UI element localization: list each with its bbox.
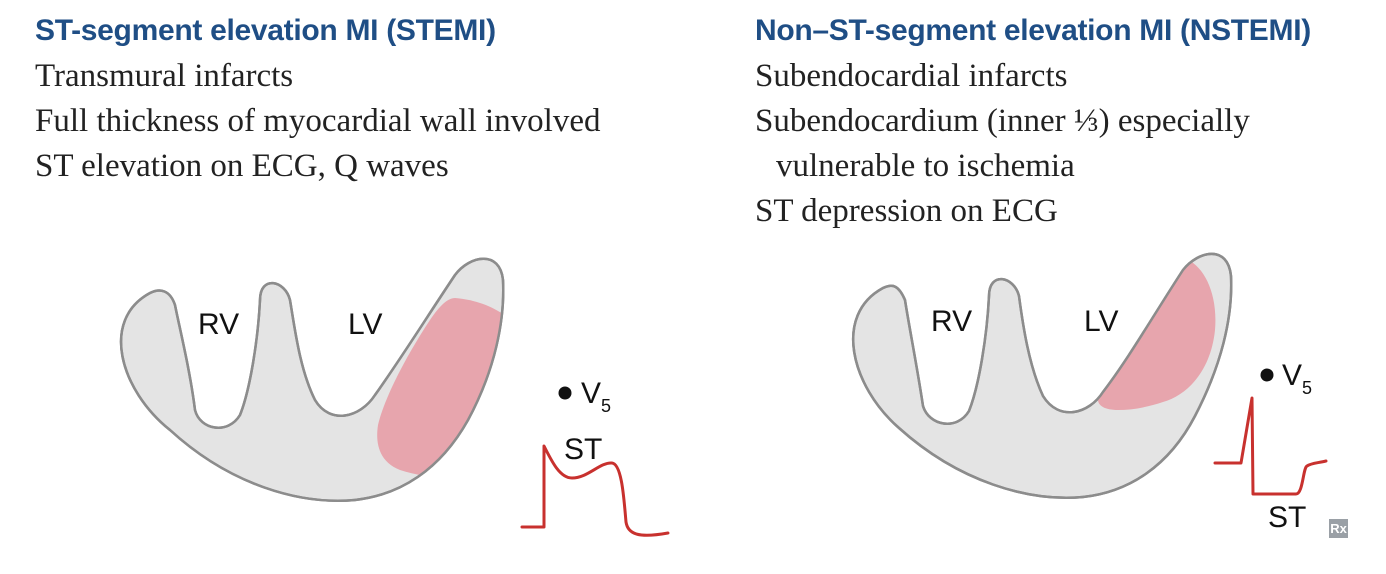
stemi-st-label: ST	[564, 433, 602, 466]
stemi-line-2: Full thickness of myocardial wall involv…	[35, 103, 601, 139]
rx-logo: Rx	[1329, 519, 1348, 538]
nstemi-line-4: ST depression on ECG	[755, 193, 1058, 229]
stemi-line-1: Transmural infarcts	[35, 58, 294, 94]
nstemi-st-label: ST	[1268, 501, 1306, 534]
stemi-v5-electrode	[558, 386, 572, 400]
nstemi-rv-label: RV	[931, 305, 972, 338]
stemi-title: ST-segment elevation MI (STEMI)	[35, 14, 496, 47]
nstemi-v5-electrode	[1260, 368, 1274, 382]
nstemi-line-1: Subendocardial infarcts	[755, 58, 1068, 94]
nstemi-ecg-st-depression	[1213, 396, 1328, 496]
stemi-v5-label: V5	[581, 377, 611, 416]
nstemi-diagram: RV LV V5 ST	[851, 252, 1328, 534]
nstemi-line-2: Subendocardium (inner ⅓) especially	[755, 103, 1250, 139]
nstemi-title: Non–ST-segment elevation MI (NSTEMI)	[755, 14, 1311, 47]
stemi-panel: ST-segment elevation MI (STEMI) Transmur…	[35, 14, 670, 537]
nstemi-v5-label: V5	[1282, 359, 1312, 398]
nstemi-lv-label: LV	[1084, 305, 1118, 338]
nstemi-panel: Non–ST-segment elevation MI (NSTEMI) Sub…	[693, 0, 1386, 574]
stemi-infarct-region	[377, 298, 504, 478]
stemi-lv-label: LV	[348, 308, 382, 341]
stemi-ecg-st-elevation	[520, 444, 670, 537]
stemi-rv-label: RV	[198, 308, 239, 341]
stemi-line-3: ST elevation on ECG, Q waves	[35, 148, 449, 184]
stemi-diagram: RV LV V5 ST	[119, 257, 670, 537]
nstemi-line-3: vulnerable to ischemia	[776, 148, 1075, 184]
nstemi-infarct-region	[1098, 260, 1216, 410]
